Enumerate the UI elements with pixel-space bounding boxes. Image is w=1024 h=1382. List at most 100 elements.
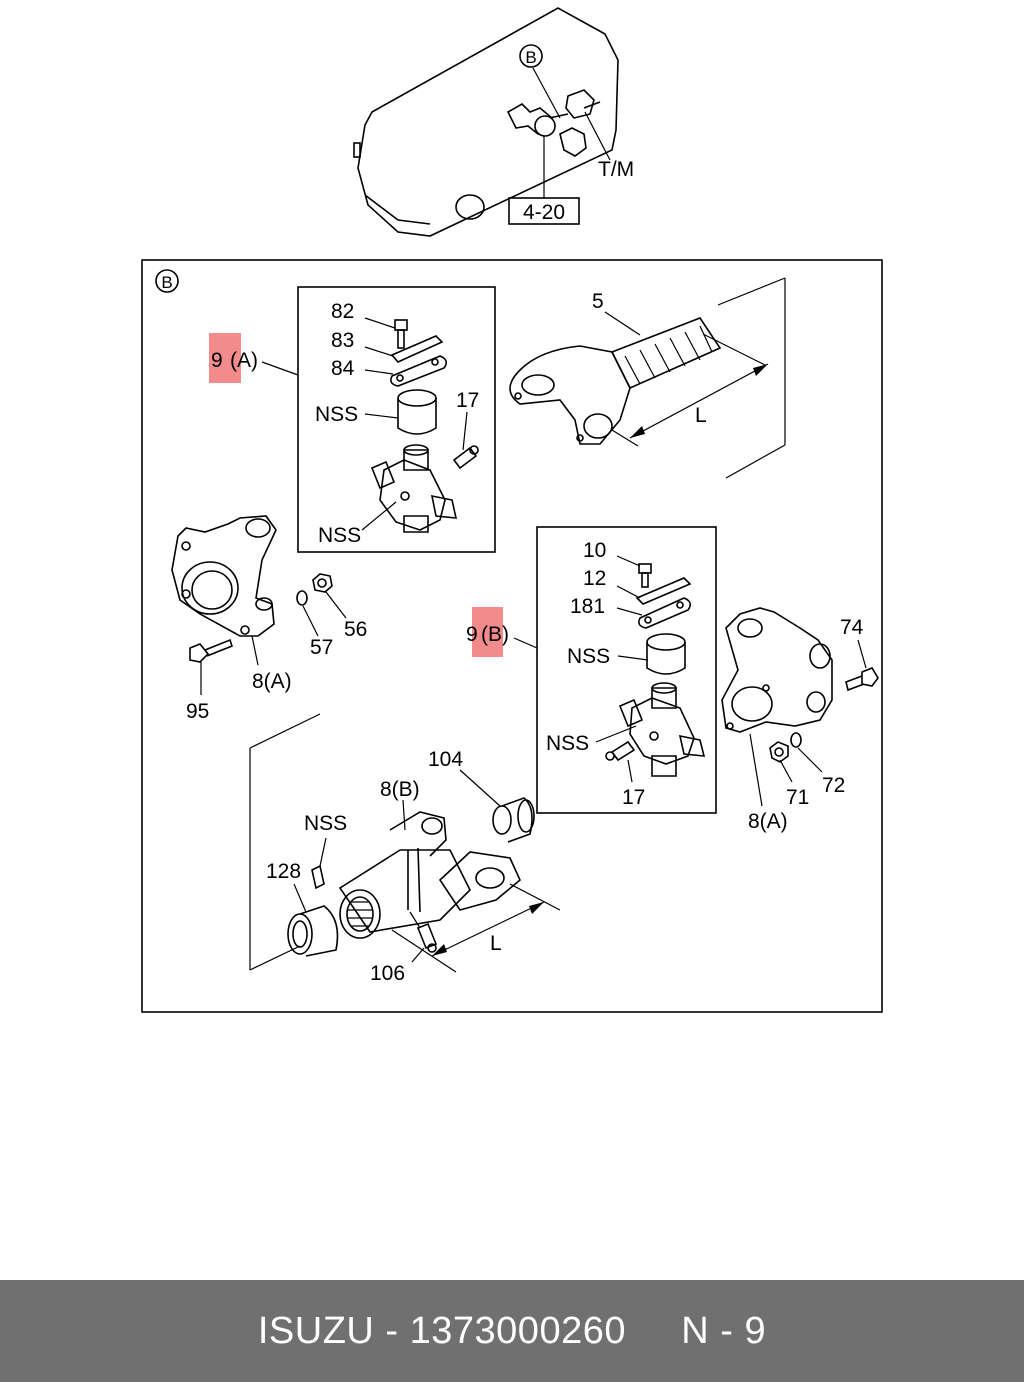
leader-84 [364,369,394,375]
grease-nipple-a [452,445,479,470]
strap-181-hole-2 [676,601,684,609]
flange-yoke-right [721,607,833,733]
lock-plate-83 [390,335,444,363]
leader-10 [616,555,641,567]
label-181: 181 [570,595,605,618]
leader-nss-cross-a [361,501,397,531]
chassis-hole [455,194,485,220]
bolt-82 [394,319,408,349]
driveshaft-sketch [506,89,601,157]
label-128: 128 [266,860,301,883]
strap-84 [390,355,448,387]
leader-82 [364,317,396,329]
leader-72 [797,747,823,773]
grease-nipple-b [605,740,636,762]
overview-marker-b: B [525,48,536,67]
washer-57 [296,590,308,606]
label-10: 10 [583,539,606,562]
ref-box-label: 4-20 [523,201,565,224]
label-nss-cap-a: NSS [315,403,358,426]
leader-106-a [409,911,421,929]
nut-71 [769,741,789,763]
strap-181 [638,597,692,629]
parts-diagram: B T/M 4-20 B 9 (A) 82 83 84 NSS 17 [141,7,883,1013]
leader-nss-cross-b [595,725,637,743]
footer-separator: - [385,1309,399,1352]
sleeve-yoke-8b [338,811,521,939]
footer-page: N - 9 [681,1309,767,1352]
label-l-bottom: L [490,932,502,955]
label-nss-cross-b: NSS [546,732,589,755]
leader-nss-cap-b [617,655,649,661]
label-l-top: L [695,404,707,427]
label-84: 84 [331,357,355,380]
leader-57 [302,605,319,637]
label-9b-num: 9 [466,623,478,646]
leader-56 [325,591,347,619]
label-71: 71 [786,786,809,809]
label-95: 95 [186,700,209,723]
leader-17-b [627,759,633,783]
leader-128 [293,883,307,913]
leader-104 [459,769,501,807]
highlight-9b [472,607,503,657]
leader-83 [364,346,394,357]
label-106: 106 [370,962,405,985]
ring-104 [492,797,535,843]
label-9a-num: 9 [211,349,223,372]
flange-yoke-left [171,515,277,637]
bearing-cap-b [646,633,686,675]
leader-71 [779,759,793,783]
label-104: 104 [428,748,463,771]
lock-plate-12 [635,577,692,605]
marker-leader [532,67,561,119]
label-5: 5 [592,290,604,313]
overview-marker-circle [519,44,543,68]
nut-56 [312,573,333,593]
label-9b-suffix: (B) [481,623,509,646]
footer-brand: ISUZU [257,1309,375,1352]
leader-181 [616,607,643,616]
label-8a-left: 8(A) [252,670,292,693]
washer-72 [790,732,802,748]
label-82: 82 [331,300,354,323]
detail-marker-b: B [161,273,172,292]
label-56: 56 [344,618,367,641]
label-8a-right: 8(A) [748,810,788,833]
label-72: 72 [822,774,845,797]
dimension-frame-bottom [249,713,321,971]
dimension-l-bottom [391,883,561,973]
label-9a-suffix: (A) [230,349,258,372]
strap-84-hole-1 [396,374,404,382]
detail-marker-circle [155,269,179,293]
label-17-b: 17 [622,786,645,809]
tm-label: T/M [598,158,634,181]
strap-181-hole-1 [644,616,652,624]
label-nss-bottom: NSS [304,812,347,835]
label-74: 74 [840,616,864,639]
bolt-10 [638,563,652,588]
detail-frame [141,259,883,1013]
leader-9b [513,637,538,649]
label-12: 12 [583,567,606,590]
chassis-outline [357,7,619,237]
label-8b: 8(B) [380,778,420,801]
bolt-95 [189,638,233,663]
footer-part-number: 1373000260 [409,1309,626,1352]
chassis-tab [353,142,361,158]
leader-nss-bottom [319,837,327,867]
cross-spider-b [618,682,706,777]
label-57: 57 [310,636,333,659]
slip-yoke-shaft-5 [509,317,722,445]
chassis-lower-edge [364,194,431,225]
leader-9a [261,361,299,376]
kit-box-9b [536,526,717,814]
leader-8b [402,799,406,831]
leader-nss-cap-a [364,413,399,419]
footer-bar: ISUZU - 1373000260 N - 9 [0,1280,1024,1382]
dimension-l-top [611,277,786,479]
bolt-74 [845,667,879,692]
highlight-9a [209,333,241,383]
vehicle-overview: B T/M 4-20 [353,7,634,237]
tm-leader [584,111,611,161]
